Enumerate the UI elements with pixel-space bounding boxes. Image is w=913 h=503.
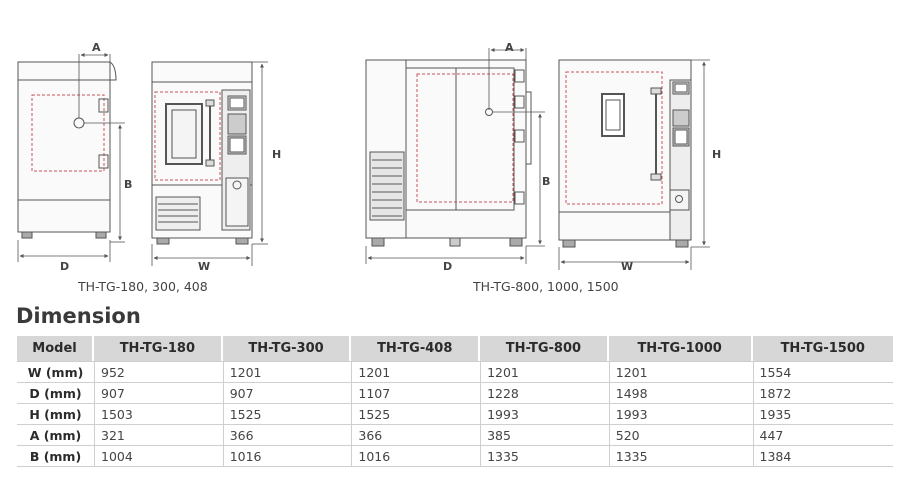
table-cell: 1554 (752, 361, 893, 383)
table-cell: 952 (94, 361, 223, 383)
header-model: Model (17, 336, 94, 361)
table-row: H (mm) 1503 1525 1525 1993 1993 1935 (17, 404, 893, 425)
table-cell: 1335 (480, 446, 609, 467)
table-header-row: Model TH-TG-180 TH-TG-300 TH-TG-408 TH-T… (17, 336, 893, 361)
header-cell: TH-TG-1500 (752, 336, 893, 361)
header-cell: TH-TG-1000 (608, 336, 753, 361)
header-cell: TH-TG-800 (480, 336, 609, 361)
table-cell: 1201 (608, 361, 753, 383)
large-label-w: W (621, 260, 633, 273)
table-row: B (mm) 1004 1016 1016 1335 1335 1384 (17, 446, 893, 467)
large-label-b: B (542, 175, 550, 188)
large-side-view (365, 48, 545, 264)
table-cell: 1503 (94, 404, 223, 425)
large-label-h: H (712, 148, 721, 161)
header-cell: TH-TG-408 (351, 336, 481, 361)
small-label-d: D (60, 260, 69, 273)
table-cell: 1384 (752, 446, 893, 467)
table-cell: 1993 (608, 404, 753, 425)
table-cell: 1993 (480, 404, 609, 425)
large-front-view (558, 59, 710, 270)
row-header: D (mm) (17, 383, 94, 404)
table-cell: 1498 (608, 383, 753, 404)
dimension-drawings: A B D W H A B D W H (17, 41, 721, 273)
table-cell: 1004 (94, 446, 223, 467)
table-cell: 1935 (752, 404, 893, 425)
large-label-d: D (443, 260, 452, 273)
small-label-h: H (272, 148, 281, 161)
large-models-caption: TH-TG-800, 1000, 1500 (473, 279, 619, 294)
table-cell: 1016 (222, 446, 352, 467)
section-title: Dimension (16, 304, 141, 328)
table-cell: 907 (94, 383, 223, 404)
table-cell: 520 (608, 425, 753, 446)
table-row: W (mm) 952 1201 1201 1201 1201 1554 (17, 361, 893, 383)
table-cell: 366 (351, 425, 481, 446)
table-cell: 1872 (752, 383, 893, 404)
table-cell: 447 (752, 425, 893, 446)
table-cell: 907 (222, 383, 352, 404)
table-cell: 1107 (351, 383, 481, 404)
table-cell: 1228 (480, 383, 609, 404)
table-cell: 385 (480, 425, 609, 446)
table-row: D (mm) 907 907 1107 1228 1498 1872 (17, 383, 893, 404)
small-models-caption: TH-TG-180, 300, 408 (78, 279, 208, 294)
header-cell: TH-TG-180 (94, 336, 223, 361)
small-label-a: A (92, 41, 101, 54)
table-cell: 1335 (608, 446, 753, 467)
small-label-b: B (124, 178, 132, 191)
table-cell: 366 (222, 425, 352, 446)
header-cell: TH-TG-300 (222, 336, 352, 361)
table-cell: 1201 (222, 361, 352, 383)
table-cell: 1201 (351, 361, 481, 383)
row-header: H (mm) (17, 404, 94, 425)
small-label-w: W (198, 260, 210, 273)
table-cell: 321 (94, 425, 223, 446)
small-front-view (151, 61, 268, 266)
row-header: W (mm) (17, 361, 94, 383)
large-label-a: A (505, 41, 514, 54)
table-cell: 1525 (351, 404, 481, 425)
table-row: A (mm) 321 366 366 385 520 447 (17, 425, 893, 446)
row-header: B (mm) (17, 446, 94, 467)
table-cell: 1201 (480, 361, 609, 383)
table-cell: 1016 (351, 446, 481, 467)
row-header: A (mm) (17, 425, 94, 446)
dimension-table: Model TH-TG-180 TH-TG-300 TH-TG-408 TH-T… (17, 336, 893, 467)
small-side-view (17, 53, 125, 262)
table-cell: 1525 (222, 404, 352, 425)
